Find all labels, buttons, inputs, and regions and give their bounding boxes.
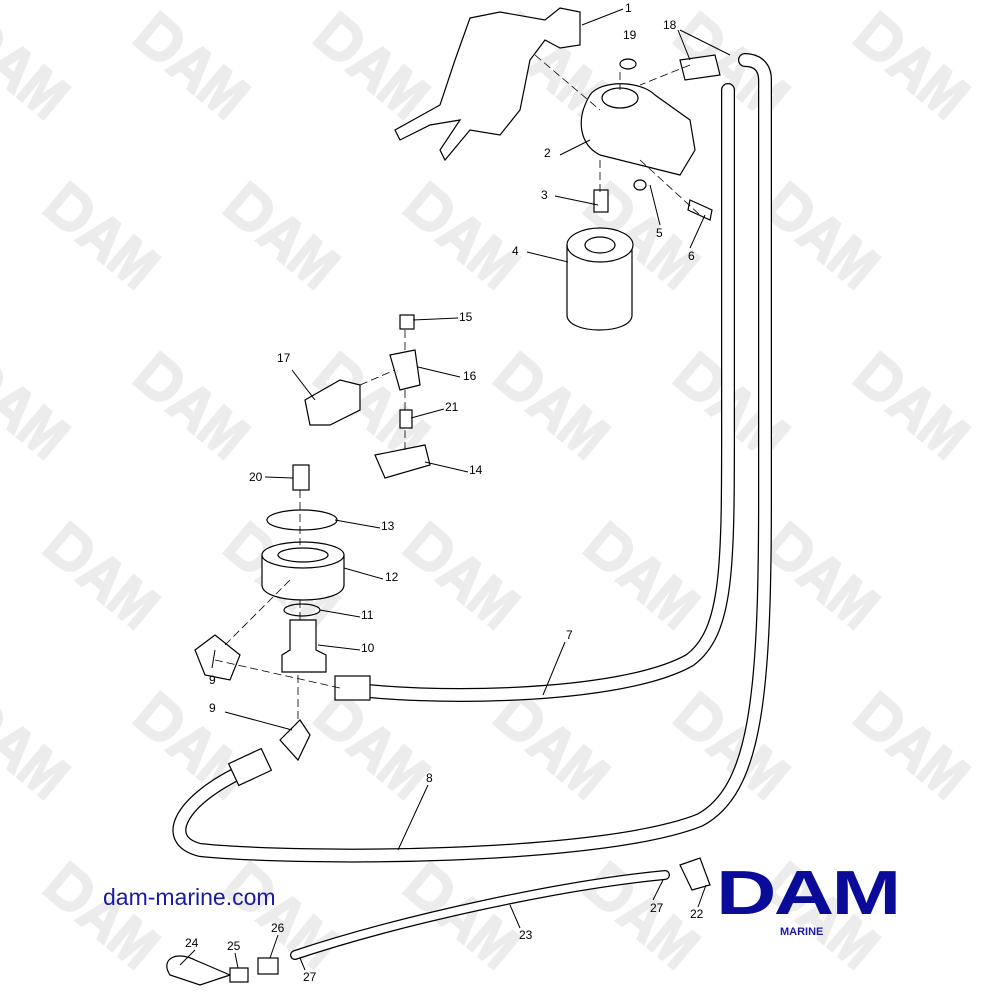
fitting-18 bbox=[679, 54, 721, 81]
hose-end-7 bbox=[334, 675, 371, 701]
callout-19: 19 bbox=[623, 28, 637, 42]
watermark-logo bbox=[851, 10, 972, 121]
callout-21: 21 bbox=[445, 400, 459, 414]
watermark-logo bbox=[311, 690, 432, 801]
watermark-logo bbox=[0, 10, 72, 121]
callout-18: 18 bbox=[663, 18, 677, 32]
callout-27b: 27 bbox=[303, 970, 317, 984]
watermark-logo bbox=[131, 350, 252, 461]
callout-labels: 1 2 3 4 5 6 7 8 9 9 10 11 12 13 14 15 16… bbox=[185, 1, 704, 984]
callout-7: 7 bbox=[566, 628, 573, 642]
hose-23 bbox=[290, 870, 670, 960]
logo-sub: MARINE bbox=[780, 926, 824, 938]
o-ring-13 bbox=[266, 509, 338, 531]
watermark-logo bbox=[491, 350, 612, 461]
bracket bbox=[394, 7, 581, 162]
adapter-12 bbox=[261, 541, 345, 601]
plug-19 bbox=[619, 58, 637, 70]
watermark-logo bbox=[221, 180, 342, 291]
callout-4: 4 bbox=[512, 244, 519, 258]
callout-6: 6 bbox=[688, 249, 695, 263]
watermark-logo bbox=[41, 180, 162, 291]
callout-5: 5 bbox=[656, 226, 663, 240]
callout-15: 15 bbox=[459, 310, 473, 324]
bracket-14 bbox=[374, 444, 431, 479]
callout-16: 16 bbox=[463, 369, 477, 383]
watermark-logo bbox=[581, 520, 702, 631]
watermark-logo bbox=[41, 520, 162, 631]
callout-9b: 9 bbox=[209, 701, 216, 715]
callout-13: 13 bbox=[381, 519, 395, 533]
watermark-logo bbox=[131, 690, 252, 801]
callout-2: 2 bbox=[544, 146, 551, 160]
hose-8 bbox=[172, 53, 772, 863]
watermark-logo bbox=[0, 690, 72, 801]
fitting-20 bbox=[292, 464, 310, 491]
watermark-logo bbox=[131, 10, 252, 121]
watermark-logo bbox=[491, 690, 612, 801]
leader-lines bbox=[179, 8, 731, 971]
callout-3: 3 bbox=[541, 188, 548, 202]
callout-26: 26 bbox=[271, 921, 285, 935]
callout-25: 25 bbox=[227, 939, 241, 953]
callout-17: 17 bbox=[277, 351, 291, 365]
watermark-logo bbox=[0, 350, 72, 461]
callout-9: 9 bbox=[209, 673, 216, 687]
elbow-9b bbox=[279, 719, 311, 762]
watermark-logo bbox=[851, 350, 972, 461]
watermarks bbox=[0, 10, 972, 971]
sensor-17 bbox=[304, 379, 361, 426]
nipple-10 bbox=[281, 619, 327, 673]
website-link[interactable]: dam-marine.com bbox=[103, 884, 276, 910]
watermark-logo bbox=[761, 520, 882, 631]
watermark-logo bbox=[401, 180, 522, 291]
assembly-lines bbox=[214, 54, 701, 720]
hose-7 bbox=[338, 83, 736, 702]
oil-filter bbox=[566, 227, 634, 331]
bolt-6 bbox=[687, 199, 713, 221]
watermark-logo bbox=[41, 860, 162, 971]
watermark-logo bbox=[311, 10, 432, 121]
filter-head-port bbox=[601, 87, 639, 109]
callout-10: 10 bbox=[361, 641, 375, 655]
dam-marine-logo: DAM MARINE bbox=[716, 863, 901, 946]
adapter-21 bbox=[399, 409, 413, 429]
plug-15 bbox=[399, 314, 415, 330]
callout-23: 23 bbox=[519, 928, 533, 942]
tee-16 bbox=[389, 349, 421, 391]
callout-14: 14 bbox=[469, 463, 483, 477]
watermark-logo bbox=[851, 690, 972, 801]
nipple-3 bbox=[593, 189, 609, 213]
watermark-logo bbox=[221, 860, 342, 971]
washer-5 bbox=[633, 179, 647, 191]
fitting-26 bbox=[257, 957, 279, 975]
elbow-22 bbox=[679, 857, 711, 891]
callout-8: 8 bbox=[426, 771, 433, 785]
elbow-9 bbox=[194, 634, 241, 681]
watermark-logo bbox=[761, 180, 882, 291]
hose-end-8 bbox=[227, 747, 273, 787]
strap-24 bbox=[166, 955, 232, 986]
callout-20: 20 bbox=[249, 470, 263, 484]
callout-1: 1 bbox=[625, 1, 632, 15]
fitting-25 bbox=[229, 967, 249, 983]
callout-11: 11 bbox=[361, 608, 374, 622]
callout-22: 22 bbox=[690, 907, 704, 921]
callout-27: 27 bbox=[650, 901, 664, 915]
logo-main: DAM bbox=[716, 859, 901, 928]
callout-24: 24 bbox=[185, 936, 199, 950]
callout-12: 12 bbox=[385, 570, 399, 584]
watermark-logo bbox=[401, 520, 522, 631]
